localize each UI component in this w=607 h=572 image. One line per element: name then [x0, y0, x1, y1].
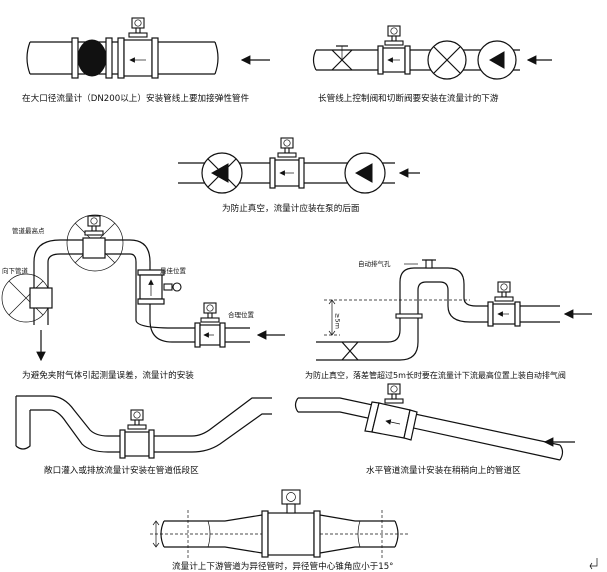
caption-after-pump: 为防止真空，流量计应装在泵的后面 [222, 204, 360, 214]
label-best-position: 最佳位置 [160, 267, 186, 275]
label-height: ≥5m [333, 313, 342, 329]
diagram-avoid-gas [1, 214, 285, 362]
label-suitable-position: 合理位置 [228, 311, 254, 319]
caption-upward-slope: 水平管道流量计安装在稍稍向上的管道区 [366, 466, 521, 476]
caption-low-section: 敞口灌入或排放流量计安装在管道低段区 [44, 466, 199, 476]
caption-avoid-gas: 为避免夹附气体引起测量误差，流量计的安装 [22, 371, 194, 381]
diagram-large-pipe [26, 17, 270, 79]
diagram-valves-downstream [312, 25, 552, 80]
caption-large-pipe: 在大口径流量计（DN200以上）安装管线上要加接弹性管件 [22, 94, 250, 104]
diagram-upward-slope [294, 383, 575, 461]
diagram-low-section [15, 395, 272, 459]
label-auto-vent: 自动排气孔 [358, 260, 391, 268]
caption-reducer-angle: 流量计上下游管道为异径管时，异径管中心锥角应小于15° [172, 562, 394, 572]
caption-valves-downstream: 长管线上控制阀和切断阀要安装在流量计的下游 [318, 94, 499, 104]
diagram-meter-after-pump [178, 137, 420, 194]
diagram-reducer-angle [150, 489, 410, 560]
label-down-pipe: 向下管道 [2, 267, 28, 275]
return-mark [590, 558, 598, 567]
caption-drop-pipe-vent: 为防止真空，落差管超过5m长时要在流量计下流最高位置上装自动排气阀 [305, 371, 566, 380]
label-highest-point: 管道最高点 [12, 227, 45, 235]
diagram-drop-pipe-vent [316, 259, 592, 361]
